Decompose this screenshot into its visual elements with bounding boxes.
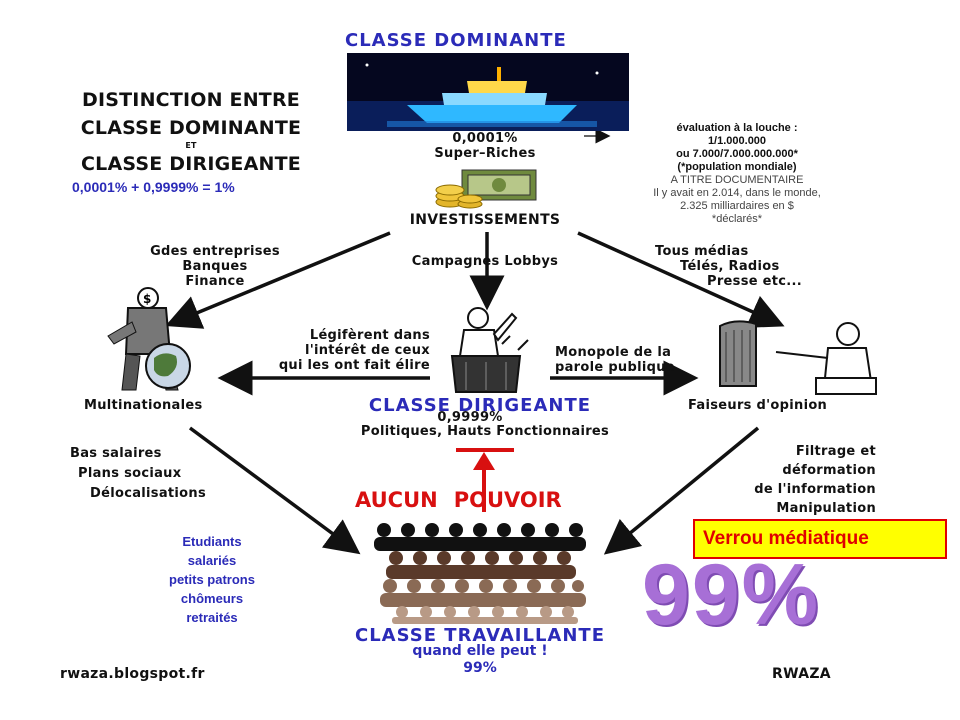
middle-branch-label: Campagnes Lobbys xyxy=(411,254,559,269)
diagram-title: DISTINCTION ENTRE CLASSE DOMINANTE ET CL… xyxy=(60,86,322,178)
legiferent-line-2: l'intérêt de ceux xyxy=(304,343,430,358)
footer-source: rwaza.blogspot.fr xyxy=(60,666,205,682)
legiferent-line-1: Légifèrent dans xyxy=(309,328,430,343)
etudiants-line-2: salariés xyxy=(187,553,237,568)
travaillante-pct: 99% xyxy=(463,660,497,676)
filtrage-label: Filtrage et déformation de l'information… xyxy=(700,442,876,518)
filtrage-line-3: de l'information xyxy=(754,482,876,497)
left-branch-line-1: Gdes entreprises xyxy=(150,244,280,259)
evaluation-block: évaluation à la louche : 1/1.000.000 ou … xyxy=(617,122,857,226)
bas-salaires-line-2: Plans sociaux xyxy=(78,466,182,481)
arrow-multinationales-to-travaillante xyxy=(188,426,361,555)
bas-salaires-label: Bas salaires Plans sociaux Délocalisatio… xyxy=(70,444,206,504)
monopole-line-2: parole publique xyxy=(555,360,675,375)
travaillante-sub: quand elle peut ! xyxy=(412,643,548,659)
arrow-aucun-pouvoir-head xyxy=(473,452,495,470)
faiseurs-label: Faiseurs d'opinion xyxy=(688,398,828,413)
right-branch-line-2: Télés, Radios xyxy=(680,259,780,274)
monopole-line-1: Monopole de la xyxy=(555,345,672,360)
arrow-faiseurs-to-travaillante xyxy=(603,426,760,555)
svg-text:$: $ xyxy=(143,292,151,306)
dominant-label: Super–Riches xyxy=(434,146,536,161)
investissements-label: INVESTISSEMENTS xyxy=(409,212,561,228)
arrow-invest-to-faiseurs xyxy=(577,231,785,328)
legiferent-label: Légifèrent dans l'intérêt de ceux qui le… xyxy=(260,328,430,373)
arrow-invest-to-multinationales xyxy=(165,231,391,329)
media-critic-icon xyxy=(719,320,877,395)
aucun-text: AUCUN xyxy=(355,488,438,512)
left-branch-line-2: Banques xyxy=(182,259,248,274)
eval-doc-4: *déclarés* xyxy=(711,213,763,225)
etudiants-line-4: chômeurs xyxy=(180,591,244,606)
etudiants-line-3: petits patrons xyxy=(169,572,255,587)
big-99-percent: 99% xyxy=(642,547,821,643)
dominant-pct: 0,0001% xyxy=(452,131,518,146)
filtrage-line-1: Filtrage et xyxy=(795,444,876,459)
title-et: ET xyxy=(185,141,197,150)
etudiants-line-1: Etudiants xyxy=(182,534,242,549)
legiferent-line-3: qui les ont fait élire xyxy=(278,358,430,373)
verrou-mediatique-box: Verrou médiatique xyxy=(693,519,947,559)
eval-line-2: 1/1.000.000 xyxy=(707,135,767,147)
dirigeante-heading: CLASSE DIRIGEANTE xyxy=(368,395,592,416)
travaillante-heading: CLASSE TRAVAILLANTE xyxy=(355,625,605,646)
right-branch-label: Tous médias Télés, Radios Presse etc... xyxy=(655,244,855,289)
footer-author: RWAZA xyxy=(772,666,831,682)
businessman-globe-icon: $ xyxy=(107,287,191,391)
right-branch-line-1: Tous médias xyxy=(655,244,749,259)
etudiants-line-5: retraités xyxy=(186,610,238,625)
money-pile-icon xyxy=(435,169,537,209)
left-branch-label: Gdes entreprises Banques Finance xyxy=(130,244,300,289)
title-line-2: CLASSE DOMINANTE xyxy=(80,117,302,139)
right-branch-line-3: Presse etc... xyxy=(707,274,803,289)
eval-doc-3: 2.325 milliardaires en $ xyxy=(680,200,794,212)
politician-podium-icon xyxy=(450,307,529,393)
yacht-image xyxy=(347,53,629,131)
title-line-3: CLASSE DIRIGEANTE xyxy=(81,153,301,175)
multinationales-label: Multinationales xyxy=(84,398,203,413)
filtrage-line-2: déformation xyxy=(782,463,876,478)
eval-doc-1: A TITRE DOCUMENTAIRE xyxy=(670,174,804,186)
dominant-heading: CLASSE DOMINANTE xyxy=(345,30,567,51)
eval-line-3: ou 7.000/7.000.000.000* xyxy=(676,148,798,160)
eval-doc-2: Il y avait en 2.014, dans le monde, xyxy=(653,187,821,199)
crowd-icon xyxy=(374,523,586,624)
bas-salaires-line-3: Délocalisations xyxy=(90,486,206,501)
pouvoir-text: POUVOIR xyxy=(453,488,562,512)
dirigeante-pct: 0,9999% xyxy=(437,410,503,425)
eval-line-4: (*population mondiale) xyxy=(677,161,797,173)
title-formula: 0,0001% + 0,9999% = 1% xyxy=(72,179,235,195)
bas-salaires-line-1: Bas salaires xyxy=(70,446,162,461)
etudiants-label: Etudiants salariés petits patrons chômeu… xyxy=(122,532,302,627)
aucun-pouvoir-label: AUCUN POUVOIR xyxy=(355,488,562,512)
monopole-label: Monopole de la parole publique xyxy=(555,345,675,375)
left-branch-line-3: Finance xyxy=(185,274,245,289)
filtrage-line-4: Manipulation xyxy=(776,501,876,516)
dirigeante-label: Politiques, Hauts Fonctionnaires xyxy=(360,424,610,439)
eval-line-1: évaluation à la louche : xyxy=(676,122,798,134)
title-line-1: DISTINCTION ENTRE xyxy=(82,89,300,111)
